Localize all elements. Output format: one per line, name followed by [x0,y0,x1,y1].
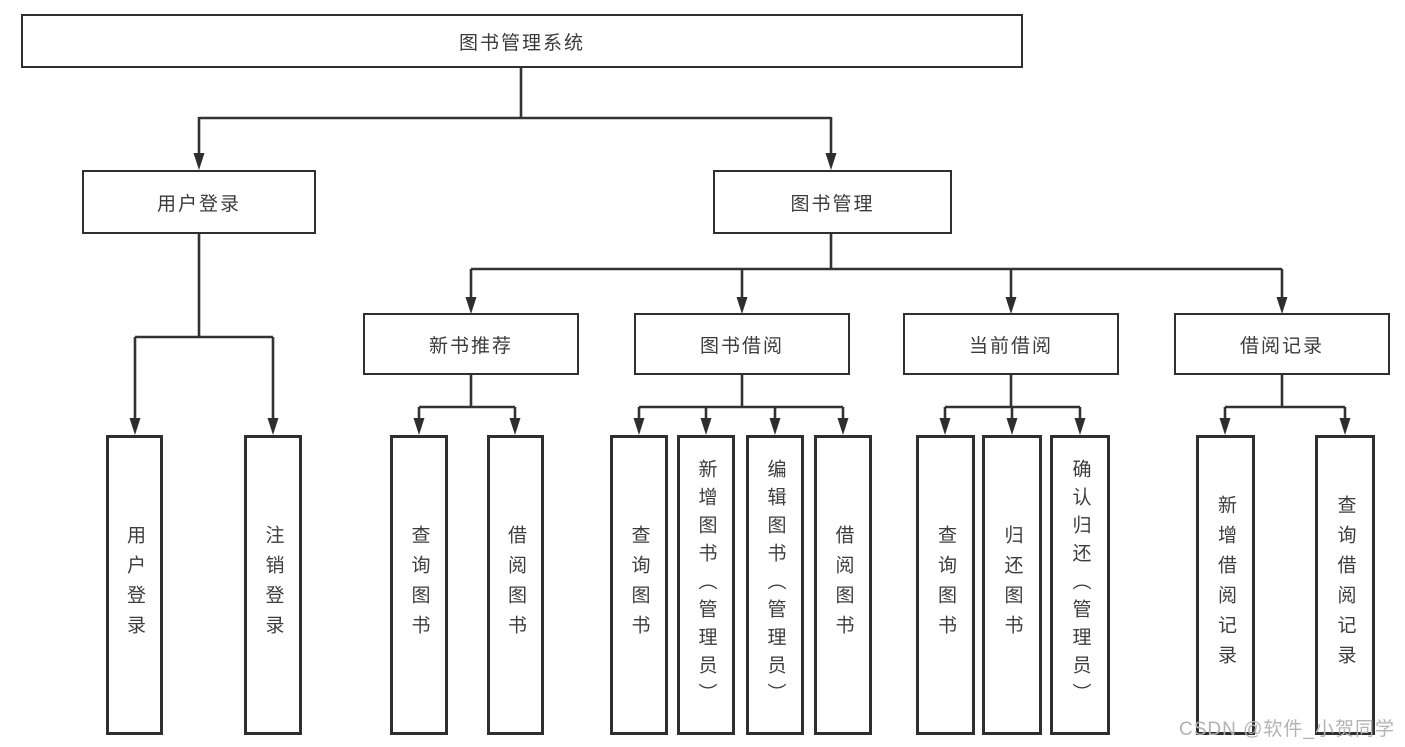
leaf-user-login: 用户登录 [106,435,163,735]
node-label: 图书管理 [790,193,875,215]
leaf-label: 确认归还（管理员） [1069,459,1091,711]
node-borrowing-records: 借阅记录 [1174,313,1390,375]
leaf-add-borrow-record: 新增借阅记录 [1196,435,1255,735]
node-label: 图书管理系统 [458,32,585,54]
leaf-label: 新增图书（管理员） [695,459,717,711]
node-label: 新书推荐 [428,335,513,357]
leaf-confirm-return-admin: 确认归还（管理员） [1050,435,1110,735]
leaf-label: 查询图书 [408,525,430,645]
leaf-borrow-books: 借阅图书 [814,435,872,735]
node-new-book-recommendation: 新书推荐 [363,313,579,375]
node-book-management: 图书管理 [713,170,952,234]
node-user-login: 用户登录 [82,170,316,234]
leaf-logout: 注销登录 [244,435,302,735]
node-label: 当前借阅 [968,335,1053,357]
leaf-query-books: 查询图书 [916,435,975,735]
node-label: 图书借阅 [699,335,784,357]
leaf-label: 查询图书 [935,525,956,645]
leaf-label: 编辑图书（管理员） [764,459,786,711]
leaf-edit-book-admin: 编辑图书（管理员） [746,435,804,735]
csdn-watermark: CSDN @软件_小贺同学 [1179,719,1395,740]
leaf-label: 新增借阅记录 [1215,495,1236,675]
leaf-label: 归还图书 [1001,525,1023,645]
leaf-borrow-books: 借阅图书 [487,435,544,735]
node-book-borrowing: 图书借阅 [634,313,850,375]
leaf-label: 注销登录 [262,525,284,645]
node-library-management-system: 图书管理系统 [21,14,1023,68]
node-current-borrowing: 当前借阅 [903,313,1119,375]
leaf-query-books: 查询图书 [390,435,448,735]
leaf-label: 用户登录 [124,525,145,645]
node-label: 用户登录 [156,193,241,215]
leaf-query-borrow-record: 查询借阅记录 [1315,435,1375,735]
leaf-label: 借阅图书 [832,525,854,645]
leaf-return-books: 归还图书 [982,435,1042,735]
leaf-label: 查询图书 [628,525,650,645]
leaf-label: 借阅图书 [505,525,526,645]
node-label: 借阅记录 [1239,335,1324,357]
leaf-label: 查询借阅记录 [1334,495,1356,675]
leaf-query-books: 查询图书 [610,435,668,735]
leaf-add-book-admin: 新增图书（管理员） [677,435,735,735]
